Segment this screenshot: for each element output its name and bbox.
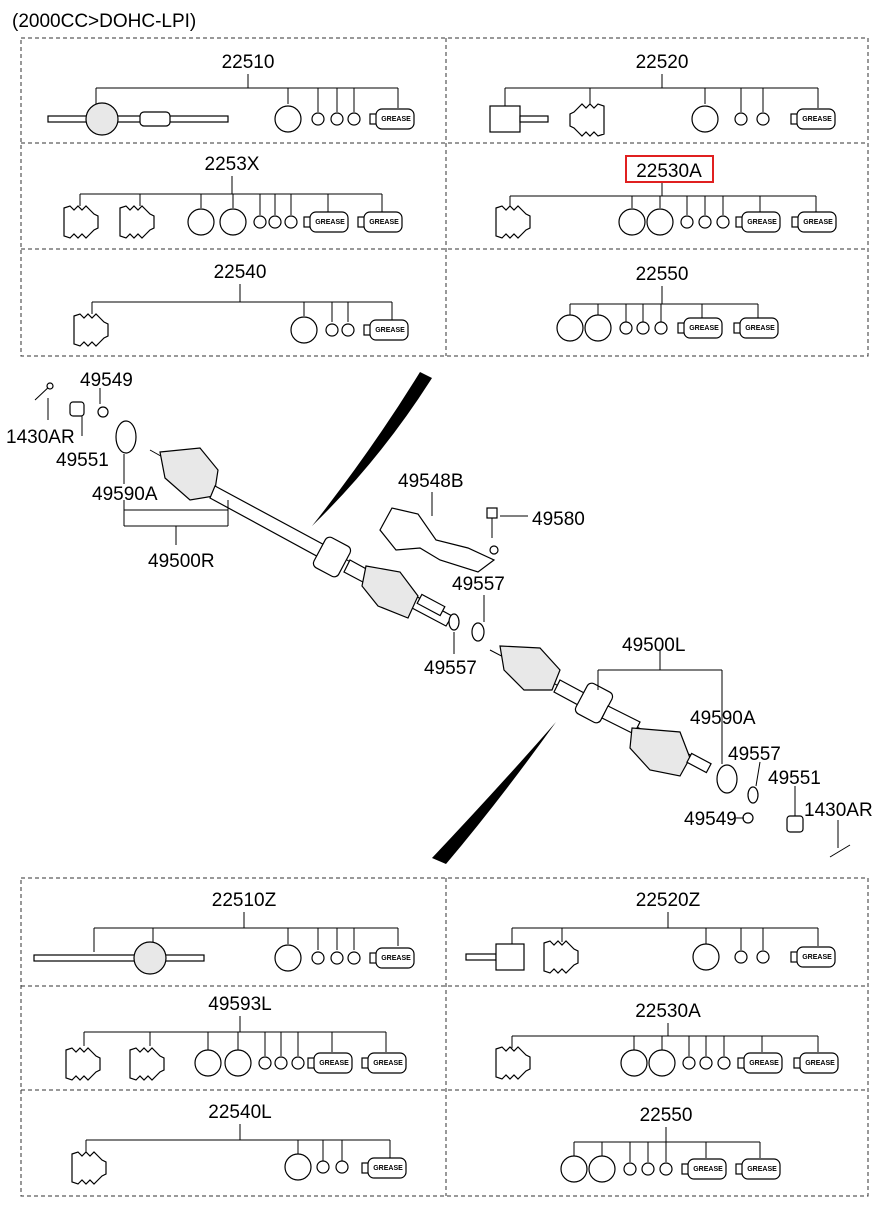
callout-49590A[interactable]: 49590A: [92, 484, 158, 505]
grease-label: GREASE: [745, 325, 775, 332]
grease-label: GREASE: [315, 219, 345, 226]
washer-49549-b: [742, 812, 754, 824]
kit-box-22520Z[interactable]: 22520Z GREASE: [465, 890, 836, 974]
driveshaft-right[interactable]: [149, 447, 453, 627]
highlight-box: [625, 155, 714, 183]
direction-stroke-upper: [312, 372, 432, 526]
bolt-1430AR-b: [829, 844, 851, 858]
grease-label: GREASE: [803, 219, 833, 226]
kit-box-22530A[interactable]: 22530A GREASE GREASE: [495, 155, 837, 239]
grease-label: GREASE: [381, 116, 411, 123]
tone-ring-49590A-b: [716, 764, 738, 794]
kit-box-49593L[interactable]: 49593L GREASE GREASE: [65, 994, 407, 1081]
grease-label: GREASE: [805, 1060, 835, 1067]
top-kit-grid: [20, 37, 869, 357]
grease-label: GREASE: [802, 116, 832, 123]
direction-stroke-lower: [432, 722, 556, 864]
callout-49500L[interactable]: 49500L: [622, 635, 685, 656]
driveshaft-icon: [47, 102, 229, 136]
kit-label-22530A: 22530A: [636, 161, 702, 182]
cv-joint-inner-left: [499, 645, 561, 691]
kit-box-22530A-bottom[interactable]: 22530A GREASE GREASE: [495, 1001, 839, 1080]
grease-label: GREASE: [375, 327, 405, 334]
callout-1430AR[interactable]: 1430AR: [6, 427, 75, 448]
kit-label-22540: 22540: [214, 262, 267, 283]
grease-label: GREASE: [381, 955, 411, 962]
kit-box-22550-bottom[interactable]: 22550 GREASE GREASE: [560, 1105, 781, 1183]
kit-box-22510[interactable]: 22510 GREASE: [47, 52, 415, 136]
kit-box-22510Z[interactable]: 22510Z GREASE: [33, 890, 415, 975]
bolt-49580[interactable]: [486, 507, 498, 538]
bottom-kit-grid: [20, 877, 869, 1197]
kit-label-49593L: 49593L: [208, 994, 271, 1015]
callout-49551[interactable]: 49551: [56, 450, 109, 471]
callout-1430AR[interactable]: 1430AR: [804, 800, 873, 821]
grease-label: GREASE: [369, 219, 399, 226]
exploded-view: [34, 372, 851, 864]
callout-49551[interactable]: 49551: [768, 768, 821, 789]
kit-box-22550[interactable]: 22550 GREASE GREASE: [556, 264, 779, 342]
callout-49557[interactable]: 49557: [424, 658, 477, 679]
callout-49549[interactable]: 49549: [80, 370, 133, 391]
kit-label-22510: 22510: [222, 52, 275, 73]
callout-49549[interactable]: 49549: [684, 809, 737, 830]
washer-49549-a: [97, 406, 109, 418]
damper-right: [312, 536, 352, 578]
driveshaft-icon: [33, 954, 205, 962]
kit-label-22520: 22520: [636, 52, 689, 73]
callout-49557[interactable]: 49557: [452, 574, 505, 595]
kit-label-22520Z: 22520Z: [636, 890, 701, 911]
kit-label-22550: 22550: [636, 264, 689, 285]
kit-box-22540L[interactable]: 22540L GREASE: [71, 1102, 407, 1185]
tone-ring-49590A-a: [115, 420, 137, 454]
kit-label-2253X: 2253X: [205, 154, 260, 175]
kit-label-22550: 22550: [640, 1105, 693, 1126]
grease-label: GREASE: [747, 1166, 777, 1173]
engine-spec-label: (2000CC>DOHC-LPI): [12, 11, 196, 32]
grease-label: GREASE: [373, 1165, 403, 1172]
callout-49500R[interactable]: 49500R: [148, 551, 215, 572]
kit-box-22540[interactable]: 22540 GREASE: [73, 262, 409, 347]
ring-icon: [274, 105, 302, 133]
cv-joint-inner-right: [361, 565, 419, 619]
callout-49557[interactable]: 49557: [728, 744, 781, 765]
joint-housing-icon: [489, 105, 521, 133]
snap-ring-49557-b: [471, 622, 485, 642]
cv-joint-outer-right: [159, 447, 219, 501]
callout-49580[interactable]: 49580: [532, 509, 585, 530]
joint-housing-icon: [495, 943, 525, 971]
kit-box-2253X[interactable]: 2253X GREASE GREASE: [63, 154, 403, 239]
grease-label: GREASE: [319, 1060, 349, 1067]
nut-49551-b: [786, 815, 804, 833]
cv-joint-outer-left: [629, 727, 691, 777]
driveshaft-left[interactable]: [489, 645, 712, 777]
callout-49548B[interactable]: 49548B: [398, 471, 464, 492]
kit-box-22520[interactable]: 22520 GREASE: [489, 52, 836, 137]
kit-label-22530A: 22530A: [635, 1001, 701, 1022]
grease-label: GREASE: [373, 1060, 403, 1067]
grease-label: GREASE: [747, 219, 777, 226]
grease-label: GREASE: [749, 1060, 779, 1067]
snap-ring-49557-a: [448, 613, 460, 631]
kit-label-22540L: 22540L: [208, 1102, 271, 1123]
grease-label: GREASE: [689, 325, 719, 332]
nut-49551-a: [69, 401, 85, 417]
callout-49590A[interactable]: 49590A: [690, 708, 756, 729]
snap-ring-49557-c: [747, 786, 759, 804]
bracket-49548B[interactable]: [379, 507, 499, 573]
kit-label-22510Z: 22510Z: [212, 890, 277, 911]
grease-label: GREASE: [802, 954, 832, 961]
grease-label: GREASE: [693, 1166, 723, 1173]
